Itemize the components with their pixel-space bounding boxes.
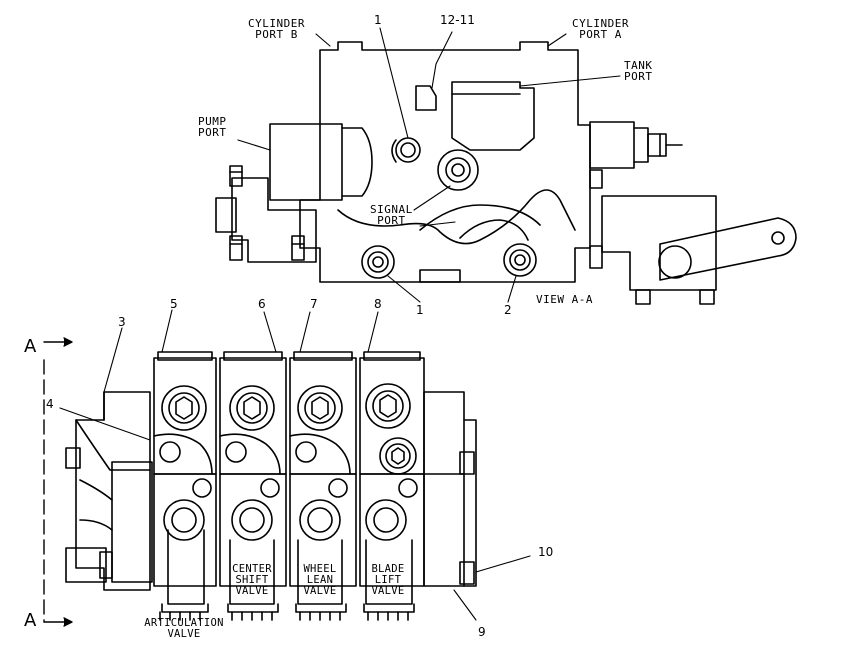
left-flange-tab — [216, 198, 236, 232]
inlet-fitting — [66, 548, 106, 582]
callout-10: 10 — [538, 545, 554, 559]
section-mark-bottom: A — [24, 610, 37, 631]
view-title: VIEW A-A — [536, 293, 593, 306]
right-port-fitting — [590, 122, 634, 168]
valve-section-7 — [290, 352, 356, 620]
label-line: WHEEL — [303, 563, 337, 575]
label-line: PORT — [198, 126, 227, 139]
valve-section-6 — [220, 352, 286, 620]
plug-1-top — [396, 138, 420, 162]
label-line: PORT A — [579, 28, 622, 41]
label-line: VALVE — [167, 628, 201, 640]
callout-7: 7 — [310, 297, 318, 311]
internal-passage — [338, 190, 575, 244]
bolt — [230, 236, 242, 260]
label-line: SIGNAL — [370, 203, 413, 216]
bolt — [590, 246, 602, 268]
label-line: LEAN — [306, 574, 334, 586]
callout-8: 8 — [374, 297, 382, 311]
label-line: PORT — [377, 214, 406, 227]
plug-2 — [504, 244, 536, 276]
callout-6: 6 — [258, 297, 266, 311]
bolt — [590, 170, 602, 188]
section-line-a — [44, 338, 72, 626]
callout-3: 3 — [118, 315, 126, 329]
label-line: CYLINDER — [248, 17, 305, 30]
bolt — [292, 236, 304, 260]
label-line: VALVE — [371, 585, 405, 597]
label-line: VALVE — [303, 585, 337, 597]
signal-port-fitting — [438, 150, 478, 190]
lever-arm — [660, 218, 796, 280]
callout-9: 9 — [478, 625, 486, 639]
label-line: SHIFT — [235, 574, 269, 586]
label-line: ARTICULATION — [144, 617, 224, 629]
outlet-end-cap — [424, 392, 464, 586]
callout-1-top: 1 — [374, 13, 382, 27]
label-line: TANK — [624, 59, 653, 72]
label-line: PORT B — [255, 28, 298, 41]
section-mark-top: A — [24, 336, 37, 357]
callout-12-11: 12-11 — [440, 13, 475, 27]
callout-2: 2 — [504, 303, 512, 317]
fitting-12-11 — [416, 86, 436, 110]
plug-1-bottom — [362, 246, 394, 278]
inlet-end-cap — [76, 392, 150, 590]
top-leaders — [238, 28, 620, 302]
callout-1-bottom: 1 — [416, 303, 424, 317]
bolt — [230, 166, 242, 186]
tank-port-block — [452, 82, 534, 150]
label-line: VALVE — [235, 585, 269, 597]
left-flange — [232, 178, 316, 262]
label-line: CYLINDER — [572, 17, 629, 30]
label-line: PUMP — [198, 115, 227, 128]
label-line: BLADE — [371, 563, 405, 575]
label-line: LIFT — [374, 574, 402, 586]
valve-section-5 — [154, 352, 216, 620]
side-view-drawing — [44, 310, 530, 626]
label-line: PORT — [624, 70, 653, 83]
side-leaders — [60, 310, 530, 620]
pump-port-fitting — [270, 124, 342, 200]
right-nut — [648, 134, 666, 156]
right-flange — [602, 196, 716, 290]
callout-4: 4 — [46, 397, 54, 411]
label-line: CENTER — [232, 563, 272, 575]
callout-5: 5 — [170, 297, 178, 311]
valve-body-outline — [300, 42, 590, 282]
view-a-a-drawing — [216, 28, 796, 304]
